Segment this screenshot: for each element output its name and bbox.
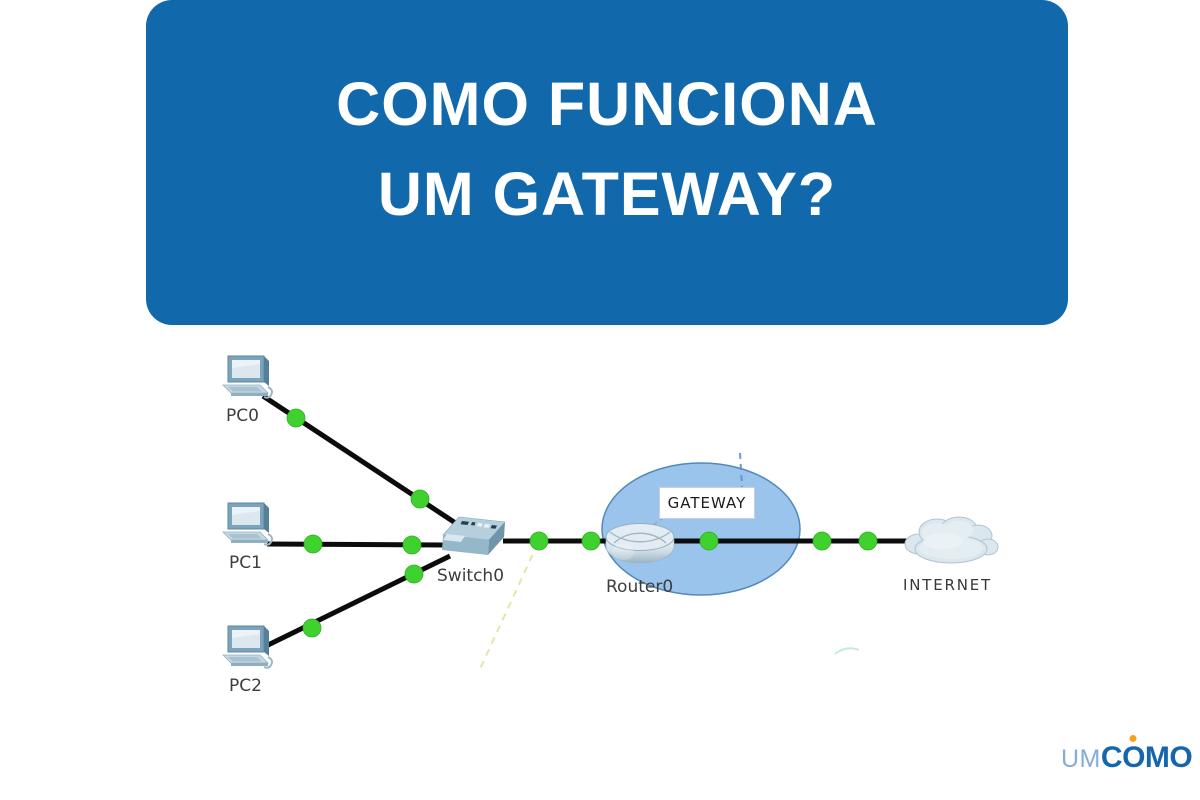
status-dot	[699, 531, 719, 551]
yellow-dashed-line	[479, 542, 539, 670]
status-dot	[286, 408, 306, 428]
pc0-label: PC0	[226, 406, 259, 426]
link-status-dots	[286, 408, 878, 638]
logo-accent-dot-icon	[1129, 735, 1137, 742]
internet-label: INTERNET	[903, 576, 992, 594]
pc2-label: PC2	[229, 676, 262, 696]
switch0-label: Switch0	[437, 566, 505, 586]
switch0-icon	[442, 516, 506, 555]
title-banner: COMO FUNCIONA UM GATEWAY?	[146, 0, 1068, 325]
status-dot	[410, 489, 430, 509]
status-dot	[858, 531, 878, 551]
status-dot	[529, 531, 549, 551]
link-lines	[261, 393, 912, 649]
link-pc2-switch0	[264, 553, 452, 649]
status-dot	[812, 531, 832, 551]
logo-letter-o-glyph: O	[1122, 741, 1145, 774]
logo-prefix: UM	[1061, 745, 1101, 773]
router0-label: Router0	[606, 577, 674, 597]
pc1-laptop-icon	[222, 502, 273, 546]
status-dot	[402, 535, 422, 555]
title-line-2: UM GATEWAY?	[377, 159, 837, 228]
status-dot	[404, 564, 424, 584]
pc2-laptop-icon	[222, 625, 273, 669]
logo-letter-o: O	[1122, 735, 1145, 775]
pc1-label: PC1	[229, 553, 262, 573]
gateway-callout-box: GATEWAY	[659, 487, 755, 519]
router0-icon	[605, 523, 675, 564]
status-dot	[302, 618, 322, 638]
title-line-1: COMO FUNCIONA	[336, 69, 878, 138]
logo-letters-mo: MO	[1144, 741, 1193, 774]
status-dot	[303, 534, 323, 554]
gateway-callout-label: GATEWAY	[667, 494, 747, 512]
status-dot	[581, 531, 601, 551]
title-block: COMO FUNCIONA UM GATEWAY?	[336, 59, 878, 239]
internet-cloud-icon	[904, 516, 999, 564]
gateway-leader-dash	[643, 517, 664, 532]
teal-dash-mark	[834, 647, 860, 655]
blue-dashed-line	[739, 452, 743, 488]
pc0-laptop-icon	[222, 355, 273, 399]
logo-letter-c: C	[1100, 741, 1123, 774]
